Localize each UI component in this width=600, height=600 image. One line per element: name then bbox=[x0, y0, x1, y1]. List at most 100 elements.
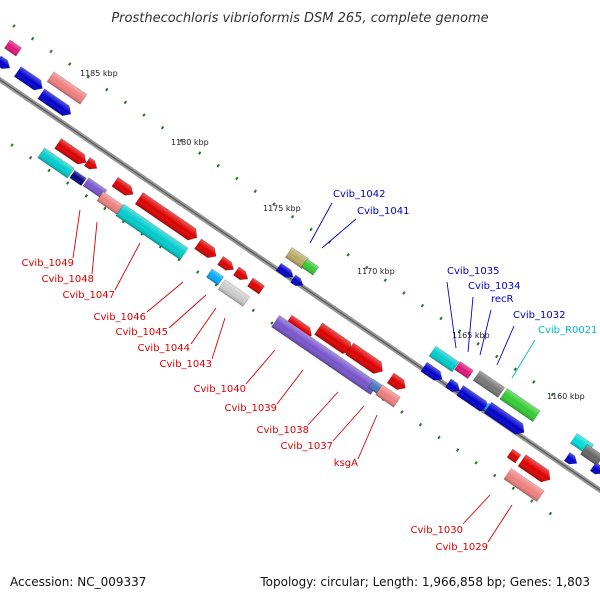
gene-block bbox=[13, 66, 43, 91]
scale-label: 1180 kbp bbox=[171, 138, 209, 147]
scale-label: 1170 kbp bbox=[357, 267, 395, 276]
gene-block bbox=[46, 71, 88, 105]
gene-block bbox=[563, 452, 578, 465]
gene-block bbox=[232, 266, 249, 280]
tick-mark bbox=[216, 163, 220, 168]
tick-mark bbox=[532, 380, 536, 384]
gene-label-cvib-1040: Cvib_1040 bbox=[194, 384, 246, 395]
gene-block bbox=[579, 443, 600, 467]
gene-block bbox=[111, 176, 134, 196]
tick-mark bbox=[12, 24, 16, 28]
gene-block bbox=[134, 192, 198, 241]
tick-mark bbox=[511, 486, 515, 491]
tick-mark bbox=[68, 62, 72, 66]
gene-label-cvib-1038: Cvib_1038 bbox=[257, 425, 309, 436]
tick-mark bbox=[179, 138, 183, 143]
gene-block bbox=[115, 203, 189, 261]
tick-mark bbox=[105, 87, 109, 92]
gene-block bbox=[454, 360, 474, 380]
leader-line bbox=[307, 391, 339, 426]
tick-mark bbox=[49, 49, 53, 54]
tick-mark bbox=[196, 270, 200, 274]
gene-block bbox=[444, 378, 461, 392]
tick-mark bbox=[418, 422, 423, 427]
tick-mark bbox=[160, 125, 165, 130]
gene-block bbox=[386, 372, 406, 390]
tick-mark bbox=[30, 36, 35, 41]
tick-mark bbox=[495, 354, 499, 359]
leader-line bbox=[114, 242, 141, 291]
gene-label-cvib-1035: Cvib_1035 bbox=[447, 266, 499, 277]
gene-label-cvib-1037: Cvib_1037 bbox=[281, 441, 333, 452]
gene-block bbox=[290, 274, 304, 287]
tick-mark bbox=[84, 193, 88, 198]
leader-line bbox=[276, 369, 304, 405]
gene-block bbox=[83, 157, 98, 170]
gene-label-cvib-1042: Cvib_1042 bbox=[333, 189, 385, 200]
tick-mark bbox=[530, 499, 534, 503]
gene-block bbox=[375, 384, 401, 408]
gene-label-cvib-1049: Cvib_1049 bbox=[22, 258, 74, 269]
scale-label: 1165 kbp bbox=[452, 331, 490, 340]
tick-mark bbox=[251, 308, 255, 313]
gene-block bbox=[503, 467, 545, 503]
tick-mark bbox=[402, 291, 406, 295]
gene-label-cvib-1034: Cvib_1034 bbox=[468, 281, 520, 292]
gene-block bbox=[37, 88, 72, 117]
tick-mark bbox=[476, 341, 480, 346]
tick-mark bbox=[253, 189, 257, 194]
accession-text: Accession: NC_009337 bbox=[10, 575, 146, 589]
gene-block bbox=[271, 314, 379, 396]
tick-mark bbox=[235, 176, 239, 181]
tick-mark bbox=[457, 329, 462, 333]
tick-mark bbox=[47, 168, 51, 173]
tick-mark bbox=[86, 74, 90, 79]
tick-mark bbox=[103, 206, 107, 211]
tick-mark bbox=[270, 321, 274, 325]
gene-label-ksga: ksgA bbox=[334, 458, 358, 469]
leader-line bbox=[309, 202, 333, 244]
gene-block bbox=[37, 147, 75, 179]
leader-line bbox=[487, 504, 513, 543]
gene-label-cvib-1030: Cvib_1030 bbox=[411, 525, 463, 536]
tick-mark bbox=[437, 435, 441, 440]
leader-line bbox=[91, 221, 98, 275]
gene-label-cvib-1045: Cvib_1045 bbox=[116, 327, 168, 338]
tick-mark bbox=[28, 155, 33, 160]
tick-mark bbox=[550, 392, 555, 397]
gene-label-cvib-1032: Cvib_1032 bbox=[513, 310, 565, 321]
gene-label-cvib-r0021: Cvib_R0021 bbox=[538, 325, 597, 336]
leader-line bbox=[245, 349, 276, 385]
leader-line bbox=[357, 414, 378, 460]
tick-mark bbox=[513, 367, 517, 372]
tick-mark bbox=[309, 227, 313, 232]
leader-line bbox=[496, 325, 515, 366]
gene-block bbox=[96, 191, 124, 215]
tick-mark bbox=[198, 151, 202, 155]
map-title: Prosthecochloris vibrioformis DSM 265, c… bbox=[111, 11, 488, 26]
scale-labels: 1185 kbp 1180 kbp 1175 kbp 1170 kbp 1165… bbox=[80, 69, 585, 401]
leader-line bbox=[511, 339, 536, 379]
leader-line bbox=[168, 294, 207, 329]
tick-mark bbox=[455, 448, 460, 452]
gene-block bbox=[300, 258, 320, 276]
leader-line bbox=[190, 307, 217, 345]
gene-block bbox=[472, 370, 506, 398]
gene-block bbox=[499, 387, 541, 423]
leader-line bbox=[146, 281, 184, 313]
gene-label-cvib-1043: Cvib_1043 bbox=[160, 359, 212, 370]
tick-mark bbox=[383, 278, 387, 283]
gene-block bbox=[205, 268, 225, 286]
gene-labels: Cvib_1049 Cvib_1048 Cvib_1047 Cvib_1046 … bbox=[22, 189, 598, 553]
gene-block bbox=[194, 238, 217, 259]
gene-block bbox=[517, 454, 551, 483]
tick-mark bbox=[290, 214, 295, 219]
gene-block bbox=[483, 401, 525, 435]
gene-block bbox=[217, 255, 234, 271]
gene-block bbox=[69, 169, 87, 187]
scale-label: 1175 kbp bbox=[263, 204, 301, 213]
tick-mark bbox=[142, 113, 146, 117]
tick-mark bbox=[420, 303, 425, 308]
tick-marks bbox=[10, 24, 555, 516]
